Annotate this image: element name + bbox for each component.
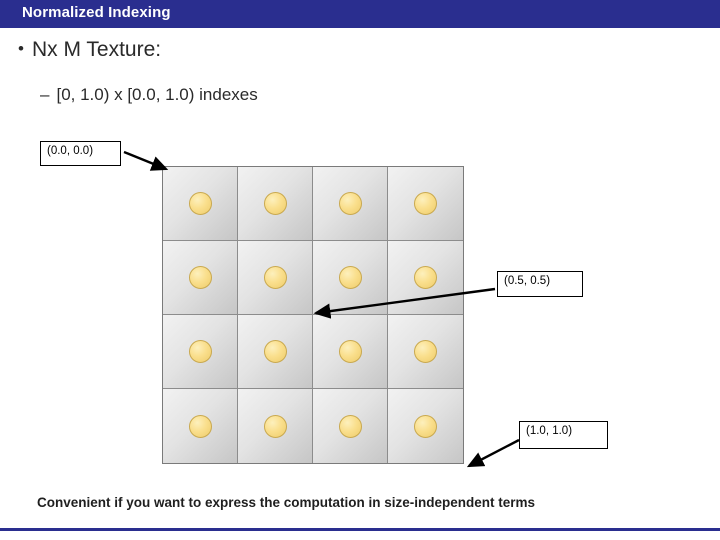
callout-center: (0.5, 0.5)	[497, 271, 583, 297]
bullet-level-2: –[0, 1.0) x [0.0, 1.0) indexes	[40, 85, 258, 105]
callout-origin: (0.0, 0.0)	[40, 141, 121, 166]
texel-sample-dot	[338, 340, 362, 363]
texel-cell	[388, 167, 463, 241]
texel-cell	[238, 241, 313, 315]
texel-cell	[313, 167, 388, 241]
texture-grid	[162, 166, 464, 464]
texel-sample-dot	[188, 340, 212, 363]
texel-cell	[388, 315, 463, 389]
texel-cell	[238, 389, 313, 463]
dash-marker-icon: –	[40, 85, 50, 104]
texel-cell	[163, 241, 238, 315]
texel-sample-dot	[263, 266, 287, 289]
texel-sample-dot	[414, 414, 437, 438]
texel-cell	[163, 389, 238, 463]
texel-sample-dot	[263, 340, 287, 363]
footer-rule	[0, 528, 720, 531]
bullet-level-1: • Nx M Texture:	[18, 38, 161, 62]
bullet-level-2-text: [0, 1.0) x [0.0, 1.0) indexes	[56, 85, 258, 104]
texel-cell	[313, 315, 388, 389]
bullet-marker-icon: •	[18, 39, 24, 58]
texel-cell	[313, 389, 388, 463]
texel-cell	[238, 167, 313, 241]
texel-sample-dot	[338, 192, 362, 215]
texel-cell	[163, 315, 238, 389]
texel-sample-dot	[188, 414, 212, 438]
texel-sample-dot	[414, 266, 437, 289]
slide-title-bar: Normalized Indexing	[0, 0, 720, 28]
texel-sample-dot	[263, 414, 287, 438]
texel-sample-dot	[188, 266, 212, 289]
texel-sample-dot	[188, 192, 212, 215]
callout-corner: (1.0, 1.0)	[519, 421, 608, 449]
texel-sample-dot	[414, 192, 437, 215]
texel-sample-dot	[338, 414, 362, 438]
texel-cell	[163, 167, 238, 241]
texel-sample-dot	[338, 266, 362, 289]
texel-cell	[313, 241, 388, 315]
texel-sample-dot	[263, 192, 287, 215]
arrow-corner-icon	[466, 438, 520, 468]
texel-cell	[388, 241, 463, 315]
texel-cell	[238, 315, 313, 389]
texel-cell	[388, 389, 463, 463]
texel-sample-dot	[414, 340, 437, 363]
footer-note: Convenient if you want to express the co…	[37, 495, 536, 510]
slide-title: Normalized Indexing	[22, 4, 171, 21]
arrow-origin-icon	[123, 150, 169, 171]
bullet-level-1-text: Nx M Texture:	[31, 38, 162, 61]
